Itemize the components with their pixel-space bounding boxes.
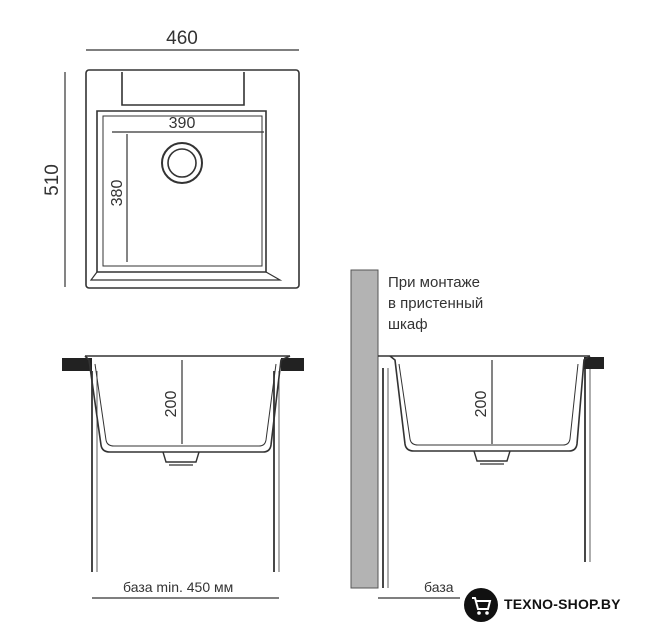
side-section-view (350, 269, 604, 599)
countertop-right (281, 358, 304, 371)
brand-watermark: TEXNO-SHOP.BY (464, 588, 654, 622)
bowl-width-label: 390 (169, 115, 196, 132)
shopping-cart-icon (472, 597, 492, 615)
front-base-label: база min. 450 мм (123, 579, 233, 595)
sink-outer-rim (85, 69, 300, 289)
installation-note: При монтаже в пристенный шкаф (388, 272, 483, 335)
bowl-length-label: 380 (109, 180, 126, 207)
side-bowl-inner (398, 363, 579, 446)
drain-inner-ring (167, 148, 197, 178)
brand-name: TEXNO-SHOP.BY (504, 596, 621, 612)
front-depth-label: 200 (163, 391, 180, 418)
front-section-view (62, 355, 304, 599)
side-base-label: база (424, 579, 454, 595)
note-line-3: шкаф (388, 316, 428, 333)
note-line-1: При монтаже (388, 274, 481, 291)
countertop-left (62, 358, 92, 371)
side-countertop (584, 357, 604, 369)
bowl-inner-edge (102, 115, 263, 267)
side-drain-fitting (473, 450, 511, 462)
note-line-2: в пристенный (388, 295, 484, 312)
front-bowl-outer (84, 355, 291, 453)
cabinet-wall (350, 269, 379, 589)
top-view (64, 49, 300, 289)
front-drain-fitting (162, 451, 200, 463)
drain-outer-ring (161, 142, 203, 184)
bowl-front-lip (89, 271, 283, 281)
front-bowl-inner (94, 363, 277, 447)
rear-deck (121, 72, 245, 106)
side-depth-label: 200 (473, 391, 490, 418)
overall-width-label: 460 (166, 28, 198, 49)
side-bowl-outer (389, 355, 591, 452)
overall-depth-label: 510 (42, 164, 63, 196)
brand-badge (464, 588, 498, 622)
